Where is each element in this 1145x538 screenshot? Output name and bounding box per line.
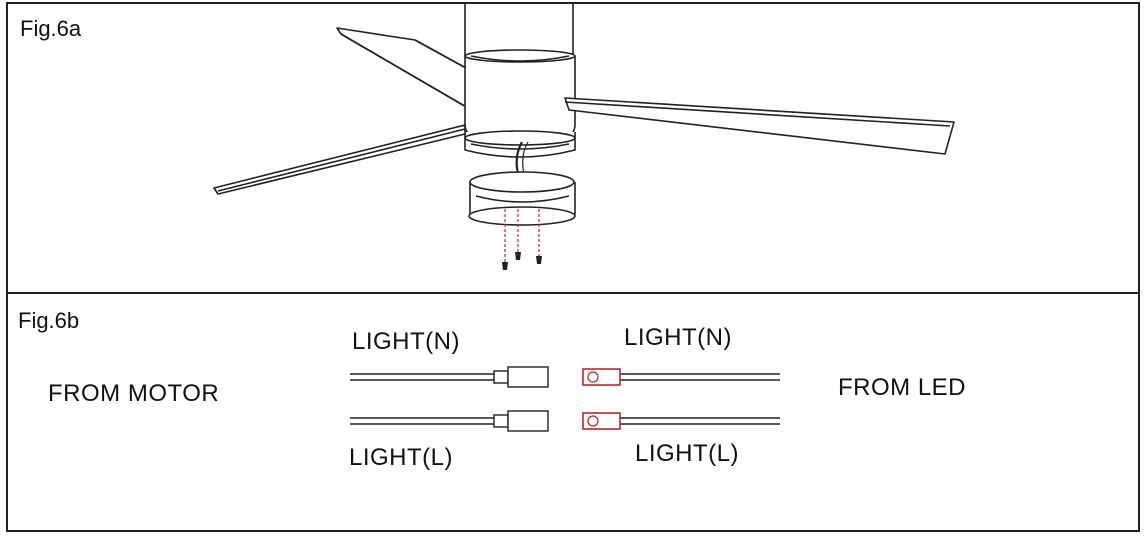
fig-6a-panel: Fig.6a [6, 2, 1140, 294]
motor-wire-light-l [350, 410, 549, 432]
screw-2 [515, 252, 521, 260]
led-wire-light-l [582, 412, 780, 430]
from-led-label: FROM LED [838, 374, 967, 401]
wire-connector-diagram [350, 366, 780, 432]
motor-light-l-label: LIGHT(L) [349, 444, 454, 471]
screw-1 [502, 262, 508, 270]
led-wire-light-n [582, 368, 780, 386]
fan-blade-right [564, 97, 955, 155]
screw-3 [536, 256, 542, 264]
fan-downrod [464, 4, 574, 57]
led-light-n-label: LIGHT(N) [624, 324, 732, 351]
motor-light-n-label: LIGHT(N) [352, 328, 460, 355]
motor-wire-light-n [350, 366, 549, 388]
fan-blade-left [213, 124, 466, 195]
fan-motor-housing [464, 56, 576, 139]
ceiling-fan-illustration [213, 4, 955, 270]
from-motor-label: FROM MOTOR [48, 380, 220, 407]
led-light-l-label: LIGHT(L) [635, 440, 740, 467]
fig-6b-panel: Fig.6b FROM MOTOR FROM LED LIGHT(N) LIGH… [6, 292, 1140, 532]
fig-6b-label: Fig.6b [18, 308, 80, 333]
fig-6a-label: Fig.6a [20, 16, 82, 41]
